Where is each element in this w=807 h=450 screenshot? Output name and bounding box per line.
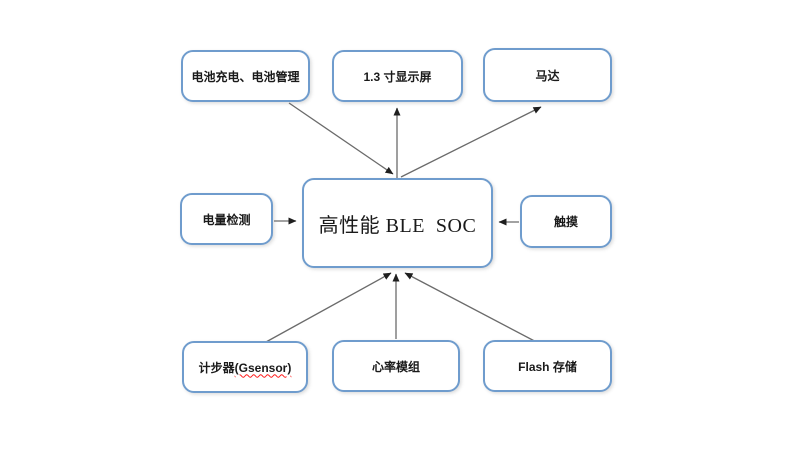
node-label: 电量检测 bbox=[202, 212, 251, 227]
node-motor: 马达 bbox=[483, 48, 612, 102]
node-heart-rate-module: 心率模组 bbox=[332, 340, 460, 392]
node-label: 高性能 BLE SOC bbox=[318, 214, 477, 237]
node-ble-soc-center: 高性能 BLE SOC bbox=[302, 178, 493, 268]
edge-flash-to-soc bbox=[404, 272, 545, 347]
node-battery-charge-management: 电池充电、电池管理 bbox=[181, 50, 310, 102]
edge-battery-to-soc bbox=[288, 102, 394, 175]
node-label: 心率模组 bbox=[371, 359, 420, 374]
edge-pedometer-to-soc bbox=[265, 272, 392, 343]
node-display-1-3-inch: 1.3 寸显示屏 bbox=[332, 50, 463, 102]
node-label: 电池充电、电池管理 bbox=[191, 69, 300, 84]
node-pedometer-gsensor: 计步器(Gsensor) bbox=[182, 341, 308, 393]
pedometer-label-text: 计步器 bbox=[198, 360, 235, 375]
node-touch: 触摸 bbox=[520, 195, 612, 248]
node-battery-level-detection: 电量检测 bbox=[180, 193, 273, 245]
pedometer-gsensor-misspelled-text: (Gsensor) bbox=[234, 360, 292, 375]
node-label: 马达 bbox=[535, 68, 560, 83]
node-label: 计步器(Gsensor) bbox=[199, 359, 292, 376]
node-label: 1.3 寸显示屏 bbox=[363, 69, 432, 84]
node-label: 触摸 bbox=[553, 215, 578, 229]
node-label: Flash 存储 bbox=[518, 359, 577, 374]
node-flash-storage: Flash 存储 bbox=[483, 340, 612, 392]
edge-soc-to-motor bbox=[400, 106, 542, 178]
